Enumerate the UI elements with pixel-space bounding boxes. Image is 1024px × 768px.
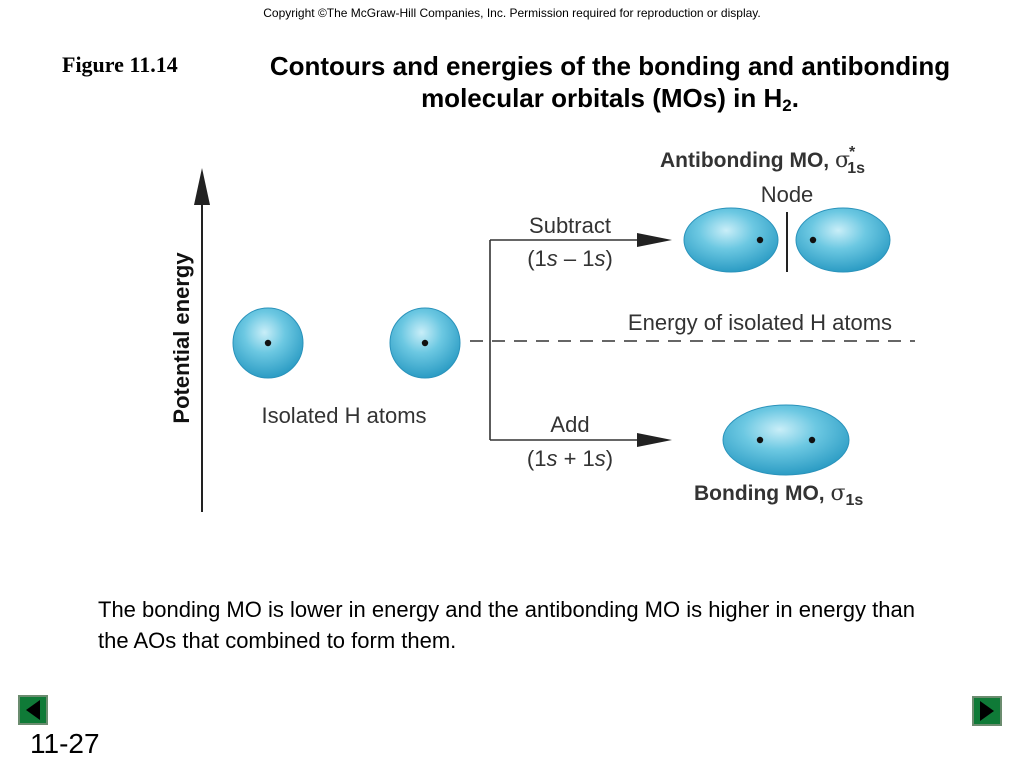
isolated-h-atom-left [232,307,304,379]
antibonding-orbital-right-lobe [795,207,891,273]
next-slide-button[interactable] [972,696,1002,726]
add-label: Add [550,412,589,437]
nucleus-dot [756,236,764,244]
add-formula: (1s + 1s) [527,446,613,471]
nucleus-dot [264,339,272,347]
slide-number: 11-27 [30,728,100,759]
next-arrow-icon [980,701,994,721]
isolated-h-atom-right [389,307,461,379]
node-label: Node [761,182,814,207]
previous-slide-button[interactable] [18,695,48,725]
nucleus-dot [421,339,429,347]
bonding-orbital [722,404,850,476]
figure-label: Figure 11.14 [62,52,178,77]
mo-energy-diagram: Potential energy Isolated H atoms Energy… [169,144,915,512]
energy-axis-arrowhead [194,168,210,205]
copyright-notice: Copyright ©The McGraw-Hill Companies, In… [263,6,761,20]
antibonding-label: Antibonding MO, σ*1s [660,144,865,177]
y-axis-label: Potential energy [169,252,194,424]
nucleus-dot [809,236,817,244]
title-text: Contours and energies of the bonding and… [269,51,951,113]
nucleus-dot [756,436,764,444]
bonding-label: Bonding MO, σ1s [694,481,863,509]
slide-title: Contours and energies of the bonding and… [230,50,990,114]
add-arrowhead [637,433,672,447]
isolated-atoms-label: Isolated H atoms [261,403,426,428]
subtract-arrowhead [637,233,672,247]
previous-arrow-icon [26,700,40,720]
caption-text: The bonding MO is lower in energy and th… [98,597,915,653]
subtract-label: Subtract [529,213,611,238]
subtract-formula: (1s – 1s) [527,246,613,271]
nucleus-dot [808,436,816,444]
title-end: . [791,83,799,113]
title-subscript: 2 [782,96,792,115]
antibonding-orbital-left-lobe [683,207,779,273]
energy-isolated-label: Energy of isolated H atoms [628,310,892,335]
